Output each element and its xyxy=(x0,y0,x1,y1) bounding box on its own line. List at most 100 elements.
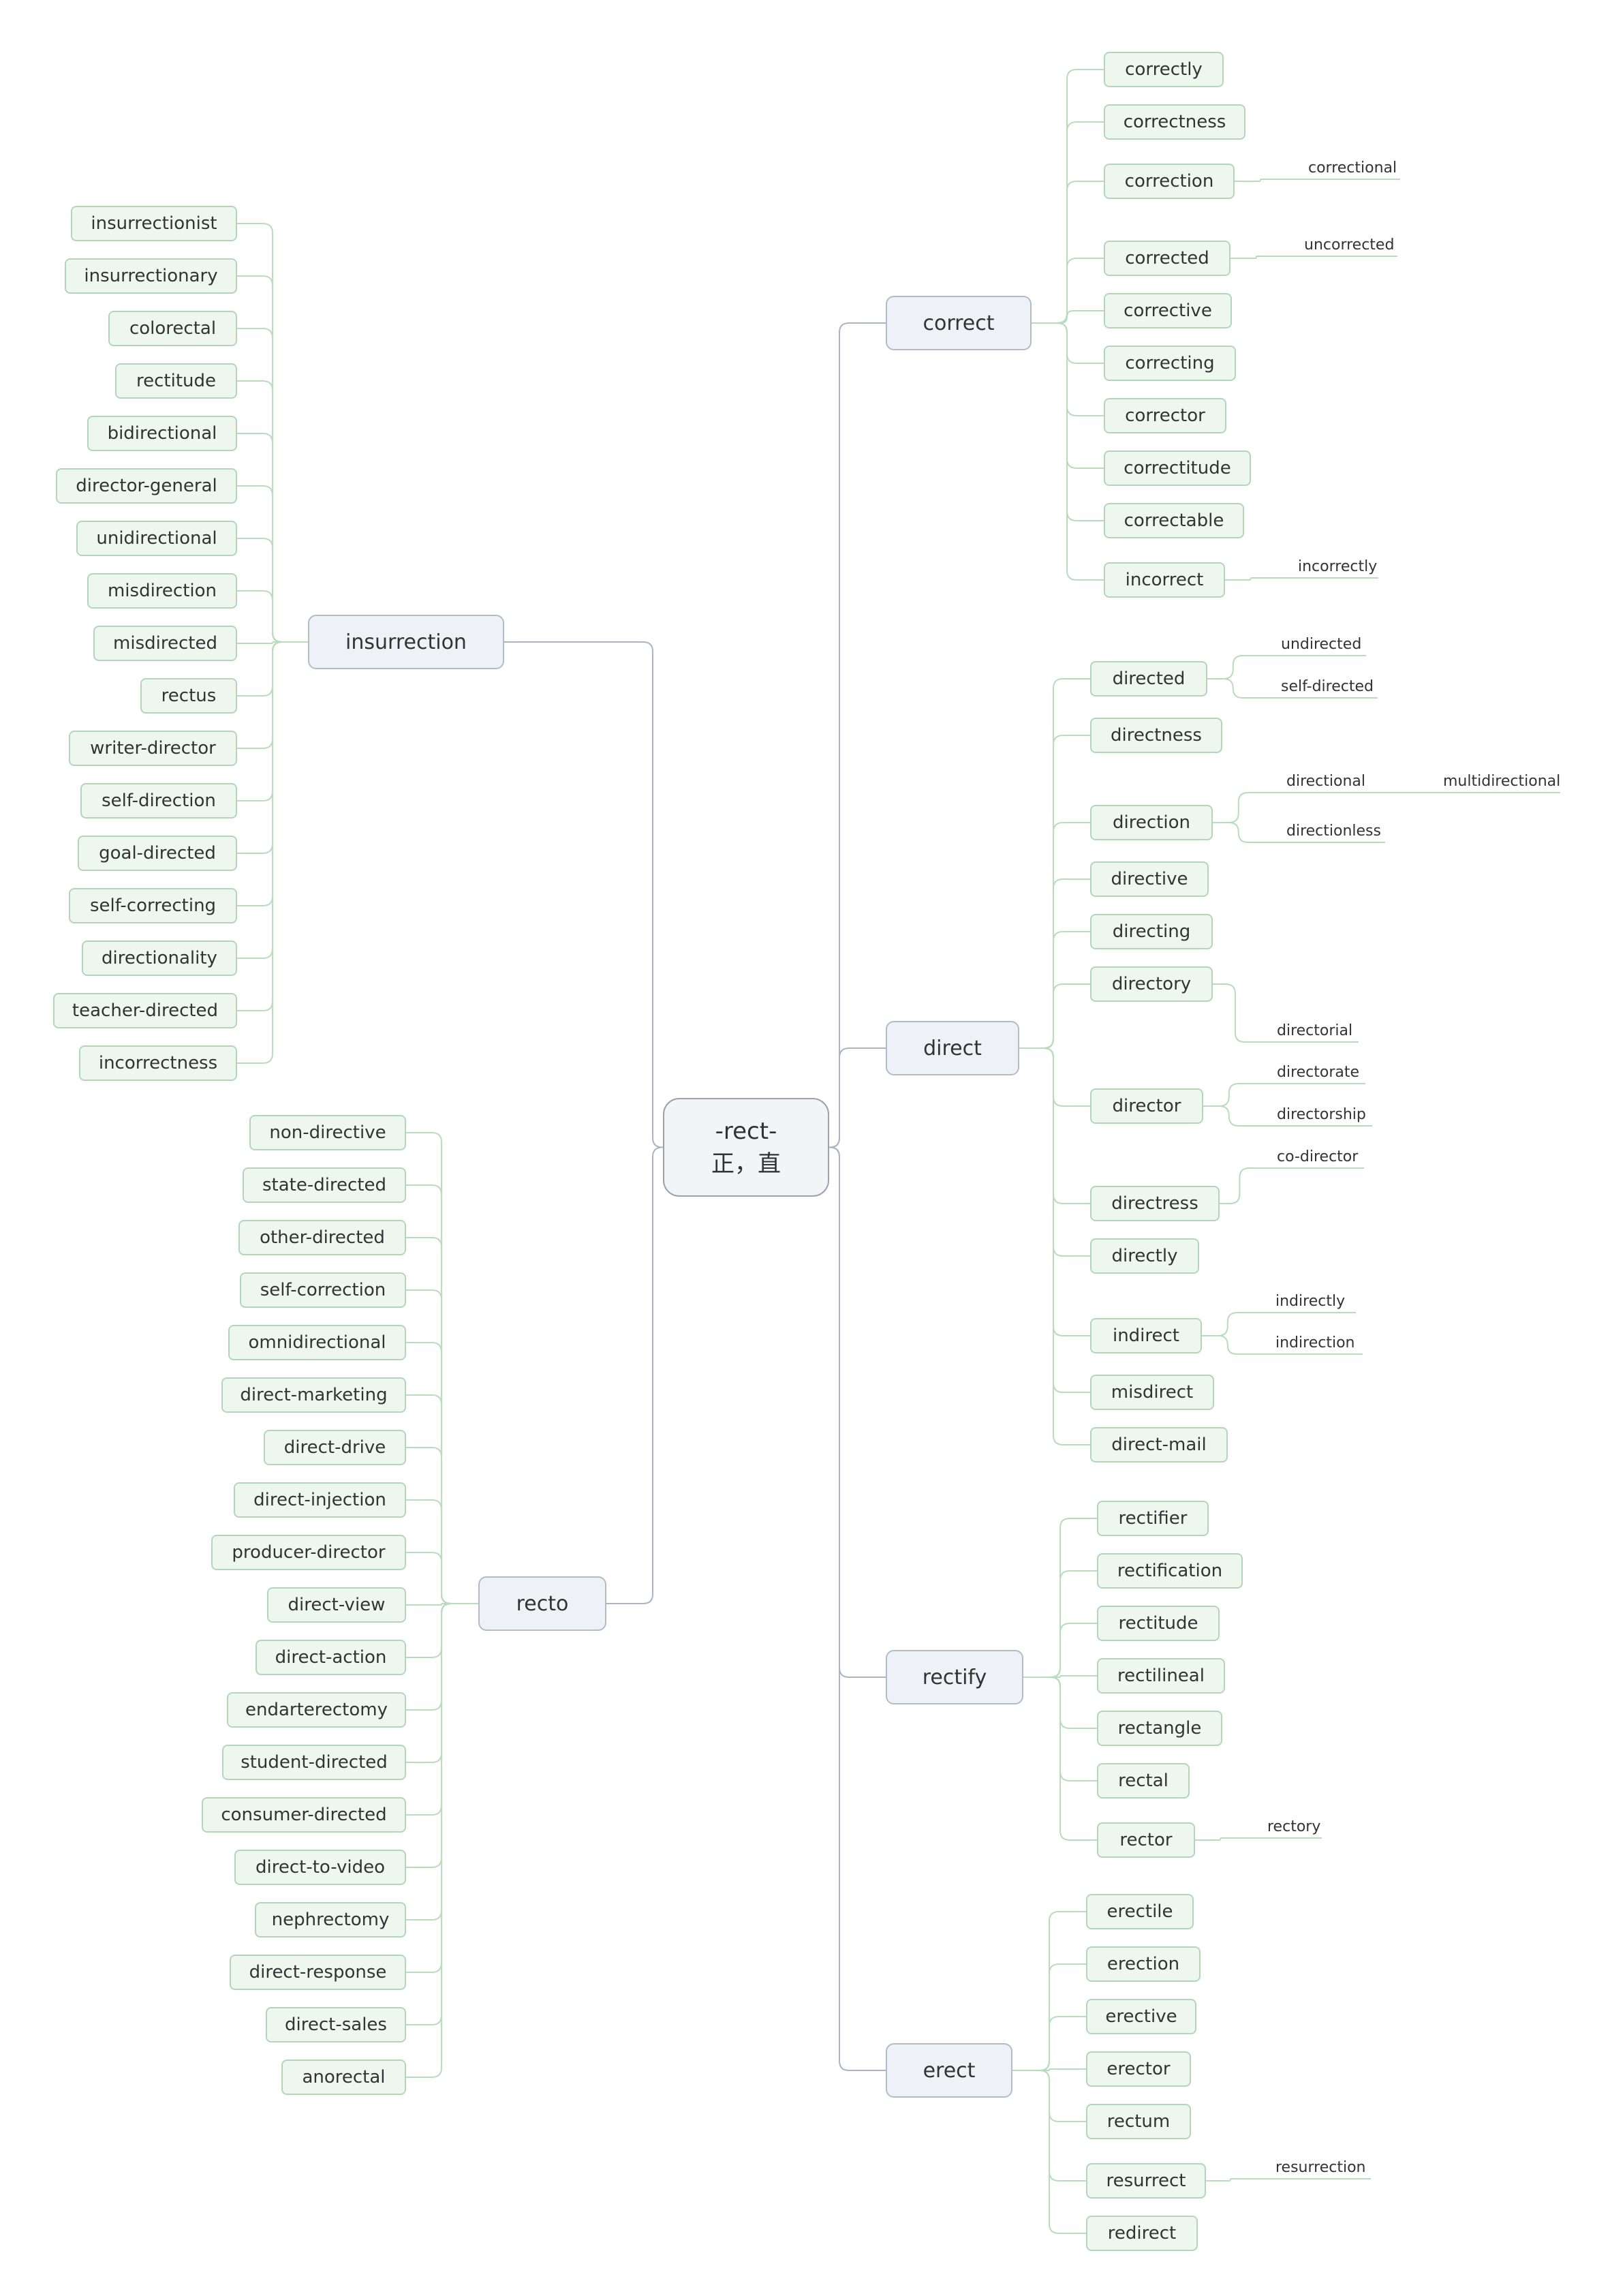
leaf-word[interactable]: rectification xyxy=(1097,1553,1243,1589)
leaf-word[interactable]: endarterectomy xyxy=(227,1692,406,1728)
sub-word[interactable]: co-director xyxy=(1277,1148,1364,1168)
leaf-label: director xyxy=(1112,1096,1181,1116)
topic-erect[interactable]: erect xyxy=(886,2043,1012,2098)
leaf-word[interactable]: incorrect xyxy=(1104,562,1225,598)
leaf-word[interactable]: correctitude xyxy=(1104,450,1251,486)
leaf-word[interactable]: direct-response xyxy=(230,1955,406,1990)
leaf-word[interactable]: direct-injection xyxy=(234,1482,406,1518)
leaf-word[interactable]: directness xyxy=(1090,718,1222,753)
leaf-word[interactable]: erection xyxy=(1086,1946,1201,1982)
sub-word[interactable]: self-directed xyxy=(1281,677,1378,698)
leaf-word[interactable]: misdirection xyxy=(87,573,237,609)
leaf-word[interactable]: goal-directed xyxy=(78,836,237,871)
leaf-word[interactable]: correcting xyxy=(1104,346,1236,381)
leaf-word[interactable]: misdirect xyxy=(1090,1375,1214,1410)
sub-word[interactable]: undirected xyxy=(1281,635,1366,656)
leaf-word[interactable]: direction xyxy=(1090,805,1213,840)
leaf-word[interactable]: rectitude xyxy=(1097,1606,1220,1641)
sub-word[interactable]: incorrectly xyxy=(1298,557,1378,578)
leaf-word[interactable]: writer-director xyxy=(69,731,237,766)
leaf-word[interactable]: erectile xyxy=(1086,1894,1194,1929)
root-topic[interactable]: -rect- 正，直 xyxy=(663,1098,829,1197)
leaf-word[interactable]: rectilineal xyxy=(1097,1658,1225,1694)
sub-word[interactable]: indirectly xyxy=(1275,1292,1356,1313)
leaf-word[interactable]: self-correction xyxy=(240,1272,406,1308)
leaf-word[interactable]: direct-action xyxy=(256,1640,406,1675)
leaf-word[interactable]: director-general xyxy=(56,468,237,504)
leaf-word[interactable]: direct-sales xyxy=(266,2007,406,2042)
sub-word[interactable]: directional xyxy=(1286,772,1450,793)
leaf-word[interactable]: non-directive xyxy=(249,1115,406,1150)
leaf-word[interactable]: direct-drive xyxy=(264,1430,406,1465)
leaf-word[interactable]: rectus xyxy=(140,678,237,714)
leaf-word[interactable]: state-directed xyxy=(243,1167,406,1203)
leaf-label: indirect xyxy=(1112,1326,1180,1346)
topic-direct[interactable]: direct xyxy=(886,1021,1019,1075)
topic-insurrection[interactable]: insurrection xyxy=(308,615,504,669)
sub-word[interactable]: directionless xyxy=(1286,822,1385,842)
topic-rectify[interactable]: rectify xyxy=(886,1650,1023,1704)
leaf-word[interactable]: director xyxy=(1090,1088,1203,1124)
leaf-word[interactable]: directed xyxy=(1090,661,1207,697)
leaf-word[interactable]: direct-marketing xyxy=(221,1377,406,1413)
leaf-word[interactable]: rectal xyxy=(1097,1763,1190,1798)
leaf-word[interactable]: directing xyxy=(1090,914,1213,949)
leaf-word[interactable]: rectifier xyxy=(1097,1501,1209,1536)
leaf-word[interactable]: insurrectionary xyxy=(65,258,237,294)
leaf-word[interactable]: directionality xyxy=(82,940,237,976)
sub-word[interactable]: resurrection xyxy=(1275,2158,1371,2179)
leaf-word[interactable]: self-correcting xyxy=(69,888,237,923)
leaf-word[interactable]: corrected xyxy=(1104,241,1230,276)
leaf-word[interactable]: producer-director xyxy=(211,1535,406,1570)
leaf-word[interactable]: rector xyxy=(1097,1822,1195,1858)
leaf-word[interactable]: consumer-directed xyxy=(202,1797,406,1833)
sub-word[interactable]: directorship xyxy=(1277,1105,1372,1126)
leaf-connector xyxy=(1023,1675,1097,1678)
sub-word[interactable]: uncorrected xyxy=(1304,236,1397,256)
leaf-word[interactable]: bidirectional xyxy=(87,416,237,451)
sub-word[interactable]: directorial xyxy=(1277,1022,1359,1042)
leaf-word[interactable]: teacher-directed xyxy=(53,993,237,1028)
leaf-word[interactable]: direct-view xyxy=(267,1587,406,1623)
sub-word[interactable]: directorate xyxy=(1277,1063,1365,1084)
sub-word[interactable]: correctional xyxy=(1308,159,1400,179)
leaf-word[interactable]: other-directed xyxy=(238,1220,406,1255)
leaf-word[interactable]: correctness xyxy=(1104,104,1245,140)
leaf-word[interactable]: direct-mail xyxy=(1090,1427,1228,1463)
leaf-word[interactable]: rectitude xyxy=(115,363,237,399)
sub-word[interactable]: indirection xyxy=(1275,1334,1363,1354)
leaf-word[interactable]: corrective xyxy=(1104,293,1232,328)
topic-recto[interactable]: recto xyxy=(478,1576,606,1631)
leaf-word[interactable]: colorectal xyxy=(108,311,237,346)
leaf-label: direct-action xyxy=(275,1647,387,1668)
leaf-word[interactable]: correctly xyxy=(1104,52,1224,87)
leaf-word[interactable]: corrector xyxy=(1104,398,1226,433)
leaf-word[interactable]: misdirected xyxy=(93,626,237,661)
leaf-word[interactable]: self-direction xyxy=(80,783,237,818)
topic-correct[interactable]: correct xyxy=(886,296,1032,350)
leaf-word[interactable]: correctable xyxy=(1104,503,1244,538)
leaf-word[interactable]: redirect xyxy=(1086,2216,1198,2251)
leaf-word[interactable]: directive xyxy=(1090,861,1209,897)
leaf-word[interactable]: insurrectionist xyxy=(71,206,237,241)
leaf-word[interactable]: directress xyxy=(1090,1186,1220,1221)
leaf-word[interactable]: correction xyxy=(1104,164,1235,199)
leaf-word[interactable]: omnidirectional xyxy=(228,1325,406,1360)
leaf-word[interactable]: resurrect xyxy=(1086,2163,1206,2199)
leaf-word[interactable]: rectum xyxy=(1086,2104,1191,2139)
leaf-word[interactable]: student-directed xyxy=(222,1745,406,1780)
leaf-word[interactable]: direct-to-video xyxy=(234,1850,406,1885)
leaf-word[interactable]: erector xyxy=(1086,2051,1191,2087)
sub-word[interactable]: multidirectional xyxy=(1443,772,1560,793)
leaf-word[interactable]: directory xyxy=(1090,966,1213,1002)
leaf-word[interactable]: unidirectional xyxy=(76,521,237,556)
leaf-word[interactable]: indirect xyxy=(1090,1318,1202,1353)
leaf-word[interactable]: erective xyxy=(1086,1999,1196,2034)
leaf-word[interactable]: nephrectomy xyxy=(255,1902,406,1938)
leaf-label: rectitude xyxy=(1118,1613,1198,1634)
sub-word[interactable]: rectory xyxy=(1267,1818,1322,1838)
leaf-word[interactable]: anorectal xyxy=(281,2060,406,2095)
leaf-word[interactable]: incorrectness xyxy=(79,1045,237,1081)
leaf-word[interactable]: directly xyxy=(1090,1238,1199,1274)
leaf-word[interactable]: rectangle xyxy=(1097,1711,1222,1746)
